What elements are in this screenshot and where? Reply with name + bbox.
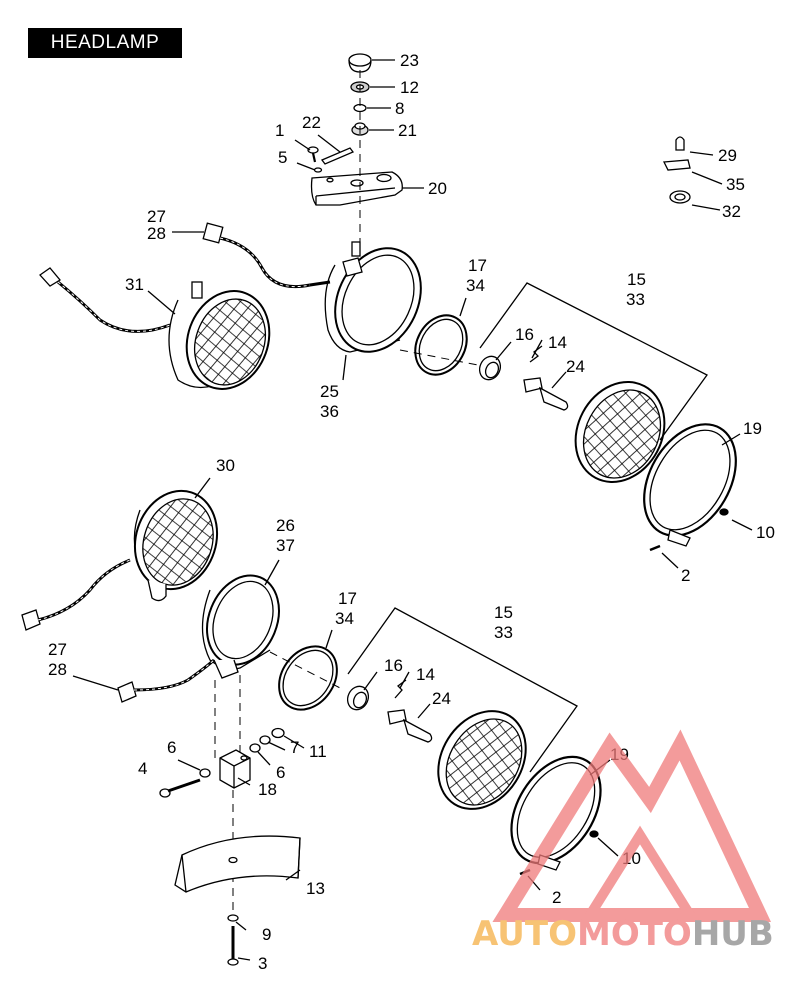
callout-13: 13 [306, 879, 325, 898]
clip-22 [320, 147, 355, 165]
callout-27-bottom: 27 [48, 640, 67, 659]
watermark-part1: AUTO [472, 914, 577, 954]
sealed-beam-lens-15-33 [574, 381, 666, 483]
callout-6-left: 6 [167, 738, 176, 757]
callout-10-top: 10 [756, 523, 775, 542]
callout-19-top: 19 [743, 419, 762, 438]
callout-16-bottom: 16 [384, 656, 403, 675]
bolt-4 [159, 778, 201, 798]
spring-clip-14 [529, 345, 543, 363]
top-assembly [39, 53, 753, 569]
washer-9 [227, 914, 239, 922]
bulb-29 [675, 136, 685, 151]
socket-16-bottom [346, 685, 370, 711]
callout-5: 5 [278, 148, 287, 167]
callout-29: 29 [718, 146, 737, 165]
callout-26: 26 [276, 516, 295, 535]
callout-9: 9 [262, 925, 271, 944]
washer-5 [313, 167, 323, 173]
callout-21: 21 [398, 121, 417, 140]
callout-37: 37 [276, 536, 295, 555]
callout-35: 35 [726, 175, 745, 194]
callout-22: 22 [302, 113, 321, 132]
auxiliary-lamp-30 [21, 489, 219, 631]
section-title: HEADLAMP [28, 28, 182, 58]
bulb-24 [523, 377, 569, 411]
callout-16-top: 16 [515, 325, 534, 344]
watermark-logo: AUTOMOTOHUB [472, 729, 774, 954]
callout-28-top: 28 [147, 224, 166, 243]
callout-18: 18 [258, 780, 277, 799]
callout-33-top: 33 [626, 290, 645, 309]
washer-6-left [199, 768, 211, 778]
washer-7 [259, 735, 271, 745]
callout-labels: 23 12 8 21 1 22 5 20 29 35 32 27 28 31 1… [48, 51, 775, 973]
callout-7: 7 [290, 738, 299, 757]
callout-30: 30 [216, 456, 235, 475]
callout-25: 25 [320, 382, 339, 401]
headlamp-housing-25-36 [324, 241, 422, 353]
screw-10-top [719, 508, 729, 516]
retaining-ring-17-34-bottom [278, 645, 338, 711]
bracket-20 [310, 171, 403, 206]
callout-34-bottom: 34 [335, 609, 354, 628]
callout-2-top: 2 [681, 566, 690, 585]
spring-clip-14-bottom [394, 679, 407, 699]
callout-15-bottom: 15 [494, 603, 513, 622]
sealed-beam-lens-15-33-bottom [437, 710, 527, 810]
mounting-bracket-13 [174, 835, 301, 893]
callout-24-bottom: 24 [432, 689, 451, 708]
watermark-part2: MOTO [577, 914, 692, 954]
trim-ring-19 [643, 423, 737, 547]
callout-14-top: 14 [548, 333, 567, 352]
callout-12: 12 [400, 78, 419, 97]
bolt-3 [227, 926, 239, 966]
callout-27-top: 27 [147, 207, 166, 226]
callout-23: 23 [400, 51, 419, 70]
callout-33-bottom: 33 [494, 623, 513, 642]
screw-1 [307, 146, 319, 163]
retaining-ring-17-34 [414, 314, 468, 376]
callout-17-top: 17 [468, 256, 487, 275]
socket-16 [478, 355, 502, 381]
callout-17-bottom: 17 [338, 589, 357, 608]
callout-31: 31 [125, 275, 144, 294]
cap-23 [348, 53, 372, 73]
callout-32: 32 [722, 202, 741, 221]
grommet-32 [669, 190, 691, 204]
svg-text:AUTOMOTOHUB: AUTOMOTOHUB [472, 914, 774, 954]
callout-34-top: 34 [466, 276, 485, 295]
callout-14-bottom: 14 [416, 665, 435, 684]
callout-36: 36 [320, 402, 339, 421]
screw-10-bottom [589, 830, 599, 838]
watermark-part3: HUB [692, 914, 774, 954]
bulb-24-bottom [387, 709, 433, 743]
retaining-ring-inner [418, 318, 464, 372]
callout-6-right: 6 [276, 763, 285, 782]
nut-11 [271, 727, 285, 739]
wiring-harness-top [202, 222, 331, 289]
callout-8: 8 [395, 99, 404, 118]
mounting-block-18 [219, 749, 251, 789]
screw-2-top [649, 544, 661, 552]
auxiliary-lamp-31 [39, 267, 271, 390]
callout-3: 3 [258, 954, 267, 973]
washer-6-right [249, 743, 261, 753]
callout-11: 11 [309, 742, 327, 761]
callout-15-top: 15 [627, 270, 646, 289]
callout-1: 1 [275, 121, 284, 140]
callout-28-bottom: 28 [48, 660, 67, 679]
callout-4: 4 [138, 759, 147, 778]
callout-2-bottom: 2 [552, 888, 561, 907]
callout-20: 20 [428, 179, 447, 198]
clip-35 [662, 159, 691, 171]
headlamp-housing-26-37 [117, 574, 280, 703]
callout-24-top: 24 [566, 357, 585, 376]
